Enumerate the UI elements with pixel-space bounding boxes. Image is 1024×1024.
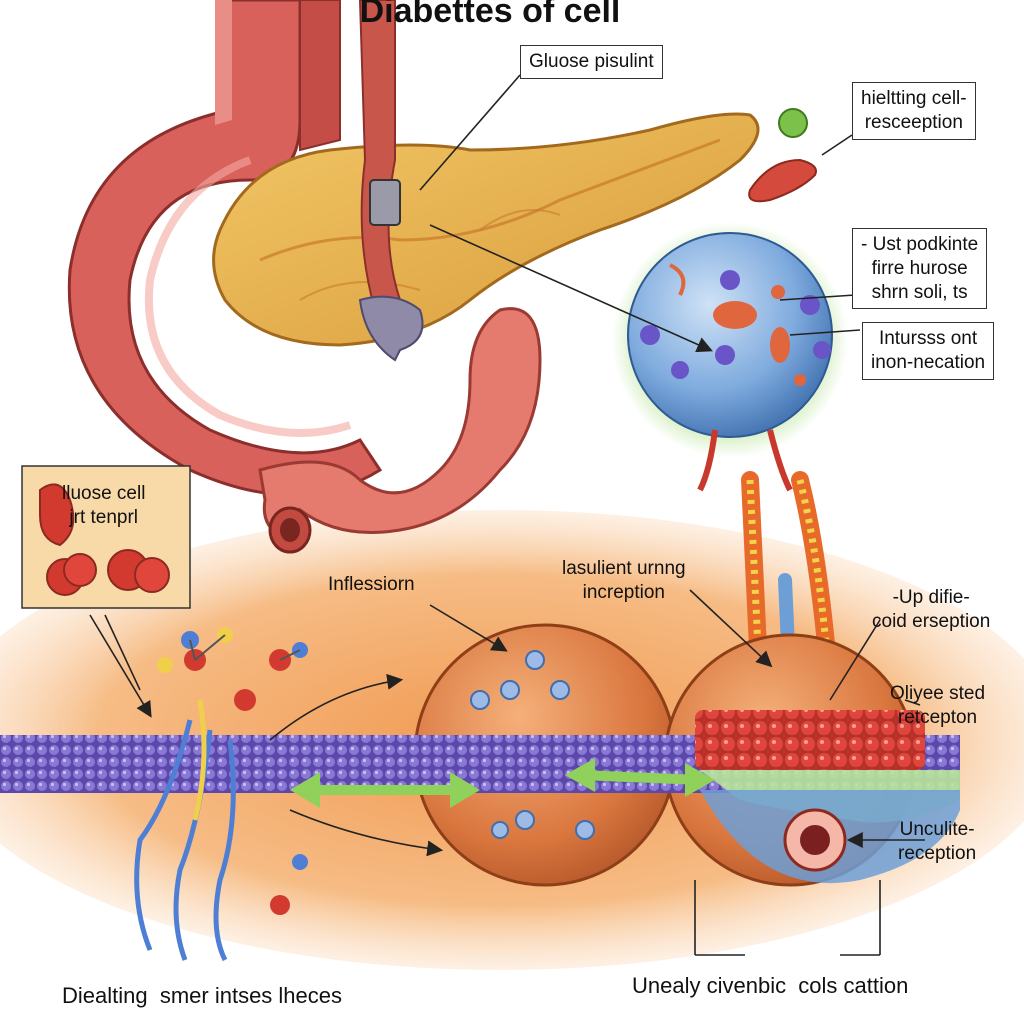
label-bottom-right: Unealy civenbic cols cattion [632,973,909,998]
label-helting-cell: hieltting cell- resceeption [852,82,976,140]
label-up-difie: -Up difie- coid erseption [872,587,991,632]
pancreas-organ [212,0,760,362]
label-intrss: Intursss ont inon-necation [862,322,995,380]
label-oliyee: Oliyee sted retcepton [890,683,986,728]
label-ust-podkinte: - Ust podkinte firre hurose shrn soli, t… [852,228,988,310]
leader-lines [89,74,925,956]
label-glucose-insulin: Gluose pisulint [520,45,663,79]
label-lluose-cell: lluose cell jrt tenprl [62,483,146,528]
blue-cell [612,222,848,458]
cell-membrane [0,710,960,884]
intestine-organ [258,307,542,554]
molecules-bottom-left [134,627,308,962]
label-lasulient: lasulient urnng increption [562,558,686,603]
inset-cells-box [21,465,191,609]
floating-molecules-top [748,108,817,203]
stomach-organ [67,0,383,497]
label-unculite: Unculite- reception [898,819,977,864]
diagram-title: Diabettes of cell [359,0,621,30]
green-double-arrows [290,758,715,808]
label-inflession: Inflessiorn [328,574,415,595]
label-bottom-left: Diealting smer intses lheces [62,983,343,1008]
